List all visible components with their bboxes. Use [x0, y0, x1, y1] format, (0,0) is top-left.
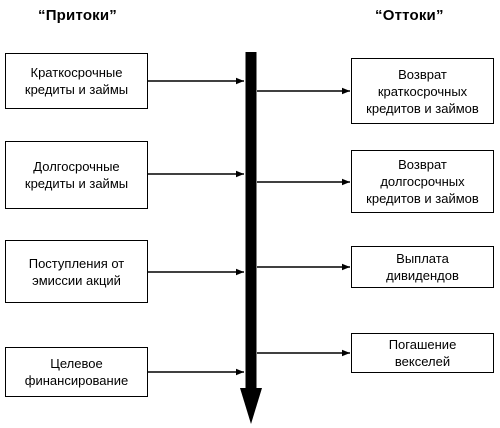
inflow-box-line: Краткосрочные: [30, 65, 123, 80]
inflow-box-share-issue: Поступления от эмиссии акций: [5, 240, 148, 303]
inflow-box-targeted-financing: Целевое финансирование: [5, 347, 148, 397]
outflow-box-bills-repayment: Погашение векселей: [351, 333, 494, 373]
inflow-box-line: Долгосрочные: [33, 159, 120, 174]
outflow-box-line: Выплата: [396, 251, 449, 266]
outflow-box-line: краткосрочных: [377, 83, 468, 99]
outflow-box-line: векселей: [394, 354, 451, 369]
inflow-box-line: Целевое: [50, 356, 103, 371]
outflow-box-dividends: Выплата дивидендов: [351, 246, 494, 288]
outflow-box-long-term-repayment: Возврат долгосрочных кредитов и займов: [351, 150, 494, 213]
inflow-box-line: Поступления от: [28, 255, 125, 271]
inflow-box-line: кредиты и займы: [24, 82, 129, 97]
outflow-box-line: кредитов и займов: [366, 191, 479, 206]
inflow-box-long-term-loans: Долгосрочные кредиты и займы: [5, 141, 148, 209]
outflow-box-short-term-repayment: Возврат краткосрочных кредитов и займов: [351, 58, 494, 124]
inflows-header: “Притоки”: [38, 7, 118, 24]
outflow-box-line: Возврат: [398, 157, 447, 172]
inflow-box-line: финансирование: [24, 373, 129, 388]
inflow-box-line: эмиссии акций: [32, 272, 121, 288]
outflow-box-line: дивидендов: [386, 268, 459, 283]
outflow-box-line: кредитов и займов: [366, 100, 479, 116]
central-flow-arrowhead: [240, 388, 262, 424]
outflow-box-line: долгосрочных: [380, 174, 465, 189]
inflow-box-line: кредиты и займы: [24, 176, 129, 191]
outflow-box-line: Погашение: [388, 337, 457, 352]
outflows-header: “Оттоки”: [375, 7, 444, 24]
outflow-box-line: Возврат: [398, 66, 447, 82]
central-flow-shaft: [245, 52, 257, 392]
inflow-box-short-term-loans: Краткосрочные кредиты и займы: [5, 53, 148, 109]
